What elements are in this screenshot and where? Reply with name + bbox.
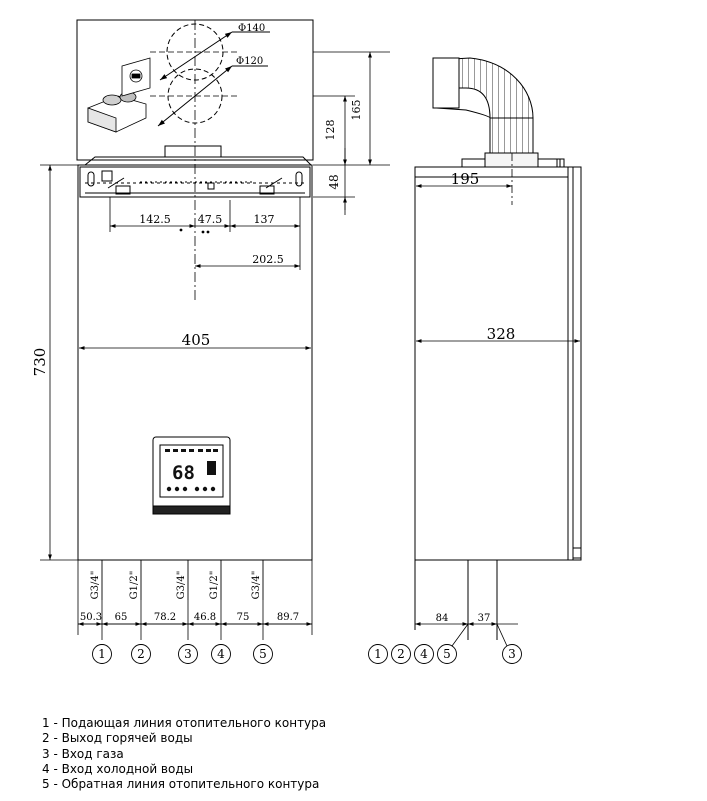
flue-stub [489, 117, 534, 154]
dim-137: 137 [254, 213, 275, 226]
flue-adapter-illustration [87, 57, 151, 133]
flue-elbow [435, 57, 534, 119]
connection-circle-1 [92, 644, 112, 664]
connection-circle-3 [178, 644, 198, 664]
side-connection-circle-4 [414, 644, 434, 664]
dim-165: 165 [350, 100, 363, 121]
connection-number-4: 4 [217, 647, 225, 661]
side-connection-circle-1 [368, 644, 388, 664]
dim-48: 48 [327, 174, 341, 189]
dim-730: 730 [31, 348, 49, 377]
display-screen: 68 [165, 449, 218, 492]
side-connection-circle-2 [391, 644, 411, 664]
dim-202-5: 202.5 [252, 253, 284, 266]
pipe-label-5: G3/4" [251, 571, 262, 600]
label-phi120: Φ120 [236, 56, 263, 67]
dim-46-8: 46.8 [194, 612, 216, 623]
dim-65: 65 [115, 612, 128, 623]
legend: 1 - Подающая линия отопительного контура… [42, 716, 326, 792]
dim-78-2: 78.2 [154, 612, 176, 623]
dim-47-5: 47.5 [198, 213, 223, 226]
dim-50-3: 50.3 [80, 612, 102, 623]
side-body [414, 166, 582, 561]
display-digits: 68 [172, 462, 195, 484]
legend-item-5: 5 - Обратная линия отопительного контура [42, 777, 320, 792]
connection-number-5: 5 [259, 647, 267, 661]
side-connection-circle-3 [502, 644, 522, 664]
boiler-drawing: 68 Φ140 Φ120 128 165 48 142.5 47.5 137 2… [31, 19, 582, 664]
bottom-pipes [101, 560, 264, 600]
pipe-label-3: G3/4" [176, 571, 187, 600]
dim-37: 37 [478, 613, 491, 624]
control-panel-base [152, 505, 231, 515]
side-view [414, 57, 582, 640]
pipe-label-2: G1/2" [129, 571, 140, 600]
connection-number-1: 1 [98, 647, 106, 661]
dim-142-5: 142.5 [139, 213, 171, 226]
connection-circle-2 [131, 644, 151, 664]
side-connection-number-4: 4 [420, 647, 428, 661]
dim-405: 405 [182, 331, 211, 349]
dim-128: 128 [324, 120, 337, 141]
legend-item-3: 3 - Вход газа [42, 746, 124, 761]
side-connection-circle-5 [437, 644, 457, 664]
flue-outlet [432, 57, 460, 109]
side-connection-number-1: 1 [374, 647, 382, 661]
side-connection-number-5: 5 [443, 647, 451, 661]
dim-75: 75 [237, 612, 250, 623]
connection-circle-5 [253, 644, 273, 664]
label-phi140: Φ140 [238, 23, 265, 34]
dim-328: 328 [487, 325, 516, 343]
front-view [76, 19, 314, 600]
pipe-label-4: G1/2" [209, 571, 220, 600]
connection-circle-4 [211, 644, 231, 664]
side-connection-number-2: 2 [397, 647, 405, 661]
flue-collar [164, 145, 222, 158]
dim-84: 84 [436, 613, 449, 624]
dim-89-7: 89.7 [277, 612, 299, 623]
legend-item-2: 2 - Выход горячей воды [42, 731, 193, 746]
side-connection-number-3: 3 [508, 647, 516, 661]
connection-number-2: 2 [137, 647, 145, 661]
top-ledge [83, 156, 313, 166]
legend-item-1: 1 - Подающая линия отопительного контура [42, 716, 327, 730]
connection-number-3: 3 [184, 647, 192, 661]
pipe-label-1: G3/4" [90, 571, 101, 600]
legend-item-4: 4 - Вход холодной воды [42, 761, 194, 776]
dim-195: 195 [451, 170, 480, 188]
